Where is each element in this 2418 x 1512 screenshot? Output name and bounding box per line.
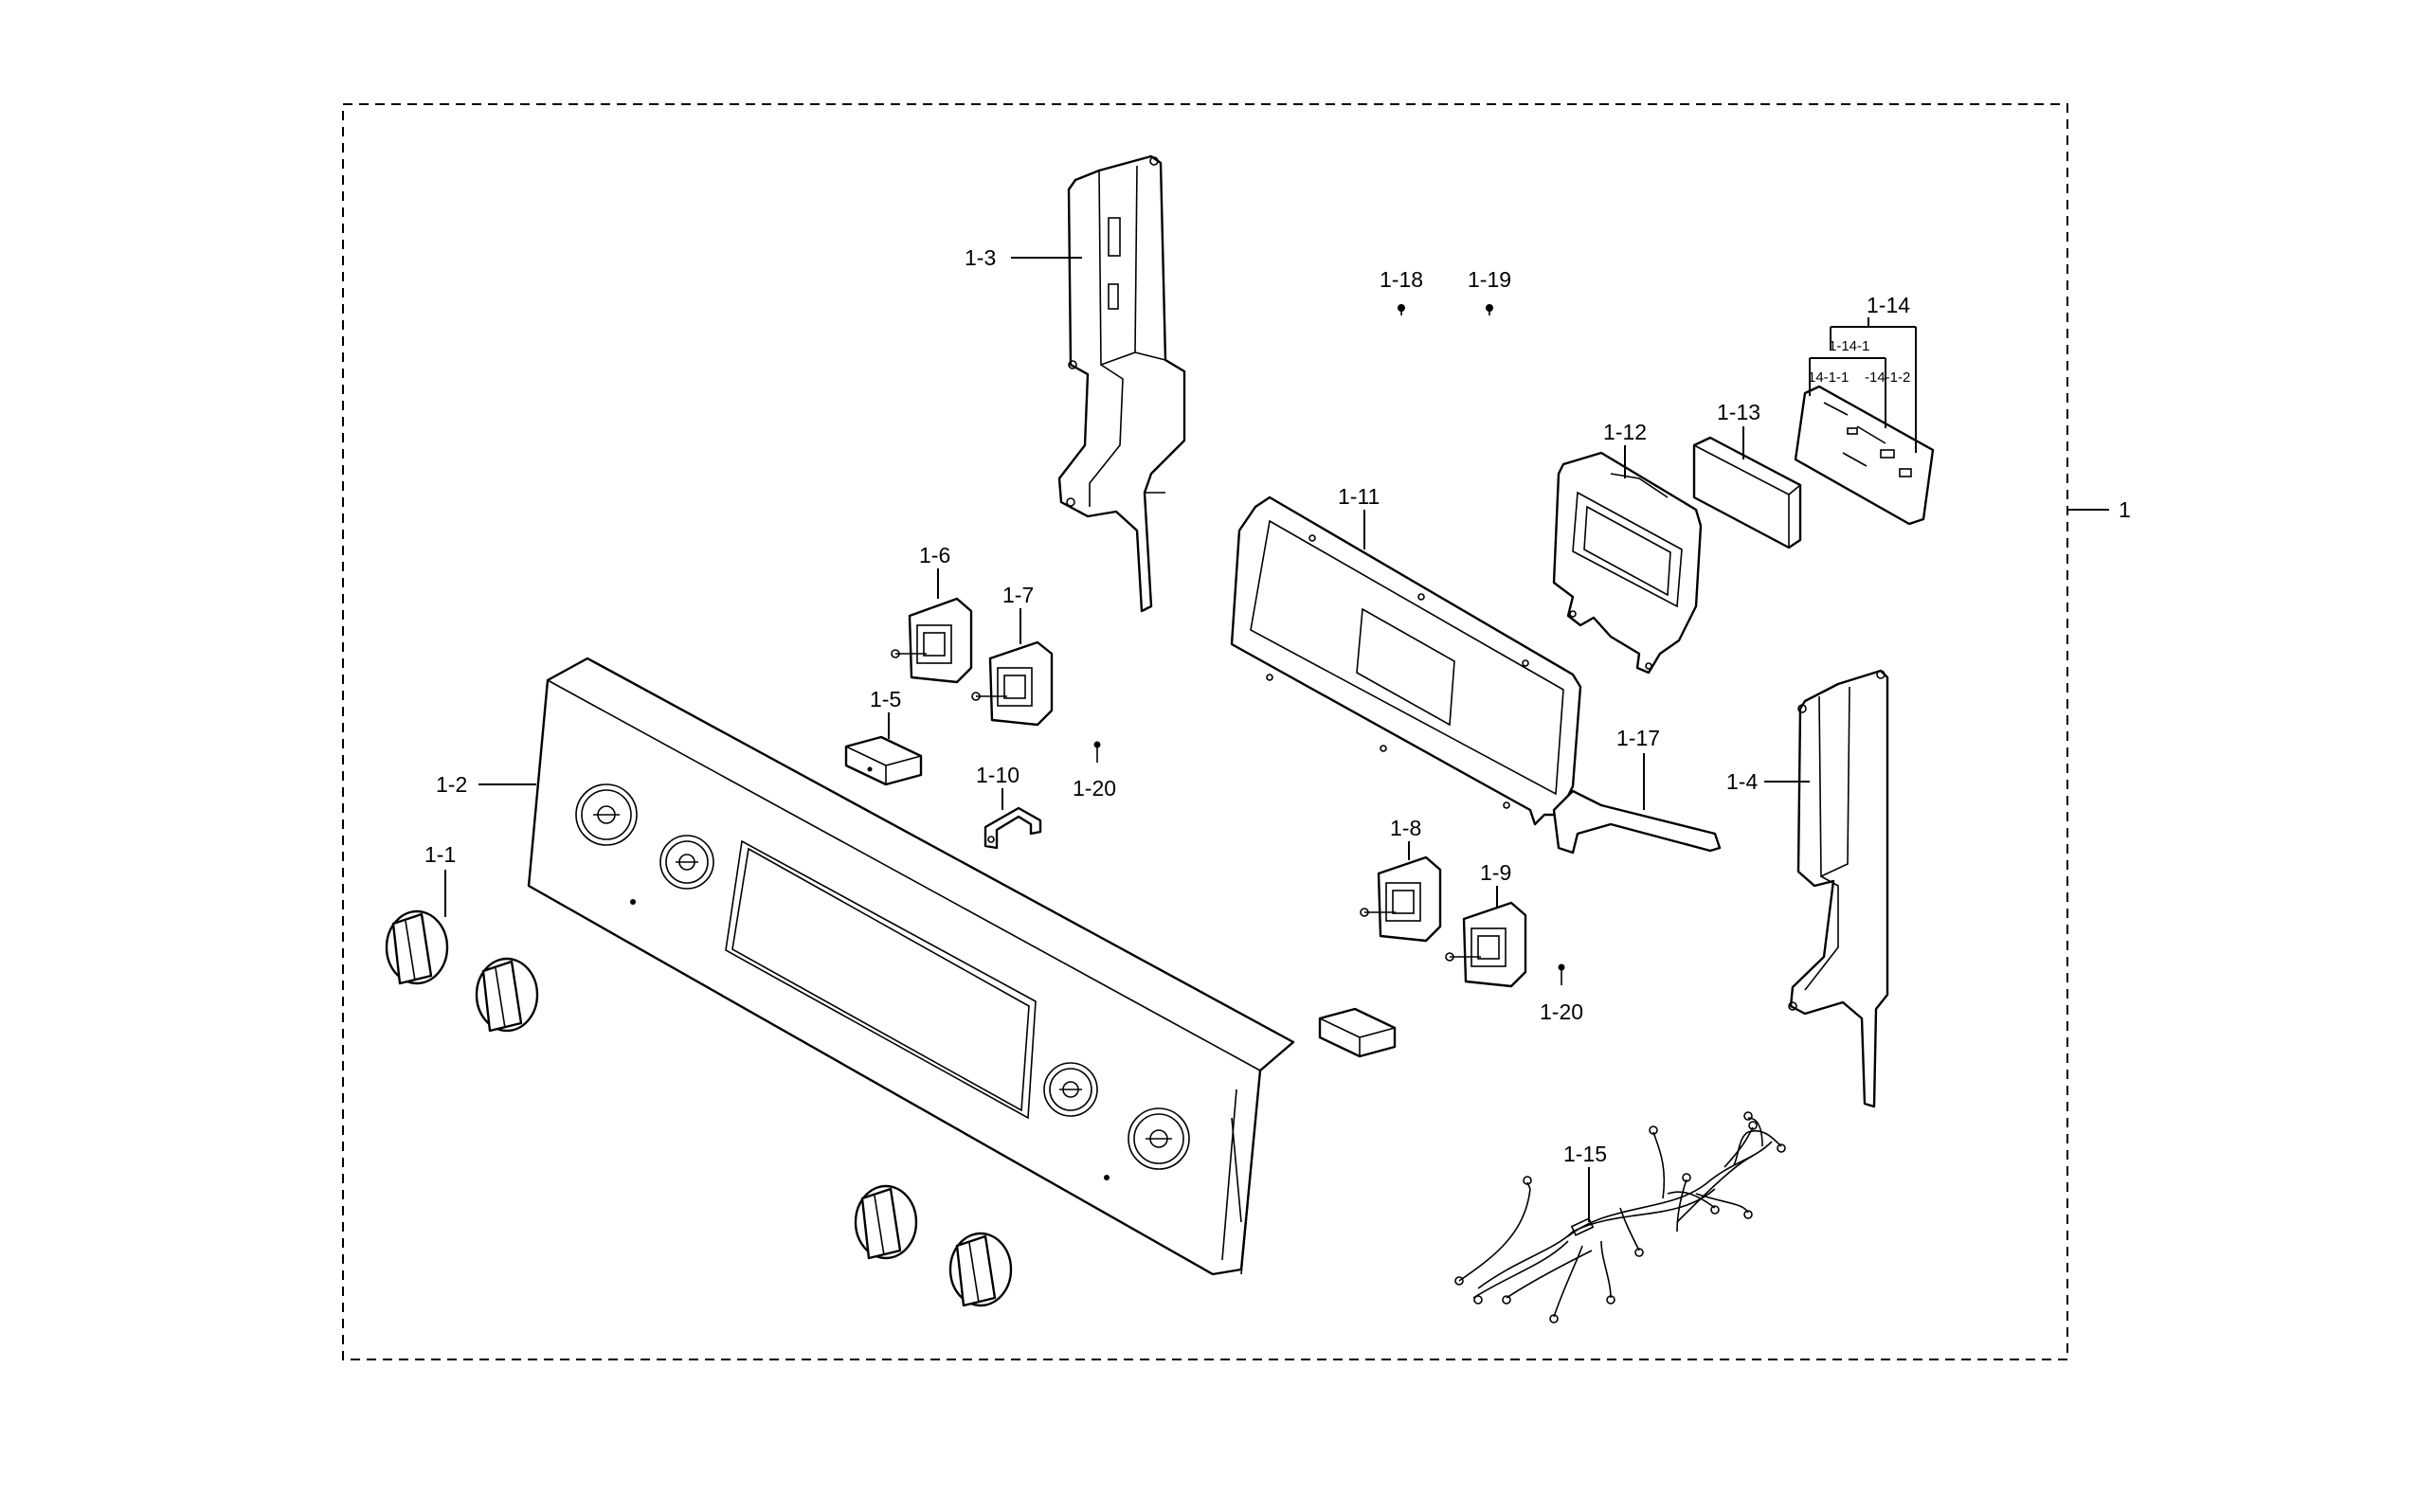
part-1-20-screw-b: [1558, 963, 1565, 985]
label-1-6: 1-6: [919, 543, 950, 567]
part-1-4-side-bracket: [1788, 669, 1889, 1108]
label-1-12: 1-12: [1603, 420, 1647, 444]
part-1-15-wire-harness: [1454, 1111, 1786, 1323]
knob-bezel-4: [1128, 1107, 1190, 1170]
label-1-1: 1-1: [424, 842, 456, 867]
label-1-8: 1-8: [1390, 816, 1421, 840]
part-1-1-knob-a: [385, 909, 449, 985]
label-1-9: 1-9: [1480, 860, 1511, 885]
label-1-14: 1-14: [1867, 293, 1910, 317]
knob-bezel-1: [575, 783, 638, 846]
part-1-3-side-bracket: [1057, 154, 1186, 613]
part-1-14-pcb: [1794, 385, 1935, 526]
part-1-2-control-panel: [527, 657, 1295, 1276]
part-1-10-bracket: [983, 806, 1042, 850]
part-1-1-knob-d: [948, 1232, 1013, 1307]
part-1-11-display-frame: [1230, 495, 1582, 826]
knob-bezel-3: [1043, 1062, 1098, 1117]
label-14-1-2: -14-1-2: [1865, 369, 1910, 386]
label-1-17: 1-17: [1616, 726, 1660, 750]
label-1-10: 1-10: [976, 763, 1020, 787]
part-1-8-switch: [1360, 855, 1442, 943]
label-1-15: 1-15: [1563, 1142, 1607, 1166]
label-1-19: 1-19: [1468, 267, 1511, 292]
part-1-19-screw: [1486, 304, 1493, 315]
display-window: [725, 839, 1037, 1120]
part-1-5-cover-b: [1318, 1007, 1397, 1058]
part-1-17-ribbon-cable: [1552, 789, 1722, 855]
label-1-4: 1-4: [1726, 769, 1758, 794]
part-1-5-cover-a: [844, 735, 923, 786]
label-1: 1: [2119, 497, 2131, 522]
part-1-20-screw-a: [1093, 741, 1101, 763]
label-1-14-1: 1-14-1: [1829, 338, 1869, 354]
part-1-1-knob-c: [854, 1184, 918, 1260]
display-window-opening: [1356, 607, 1455, 727]
label-1-20-b: 1-20: [1540, 999, 1583, 1024]
label-1-5: 1-5: [870, 687, 901, 711]
label-14-1-1: 14-1-1: [1808, 369, 1849, 386]
part-1-1-knob-b: [475, 957, 539, 1033]
label-1-20-a: 1-20: [1073, 776, 1116, 801]
part-1-9-switch: [1445, 901, 1527, 988]
label-1-2: 1-2: [436, 772, 467, 797]
label-1-3: 1-3: [965, 245, 996, 270]
leader-1-14: [1830, 317, 1917, 453]
leader-1-14-1: [1809, 357, 1886, 428]
part-1-13-cover: [1692, 436, 1802, 549]
label-1-13: 1-13: [1717, 400, 1760, 424]
label-1-7: 1-7: [1002, 583, 1034, 607]
part-1-18-screw: [1398, 304, 1405, 315]
label-1-11: 1-11: [1338, 484, 1380, 509]
part-1-6-switch: [891, 597, 973, 684]
part-1-7-switch: [971, 640, 1054, 727]
label-1-18: 1-18: [1380, 267, 1423, 292]
assembly-boundary: [342, 103, 2068, 1360]
knob-bezel-2: [659, 835, 714, 890]
part-1-12-display-bracket: [1552, 451, 1703, 675]
